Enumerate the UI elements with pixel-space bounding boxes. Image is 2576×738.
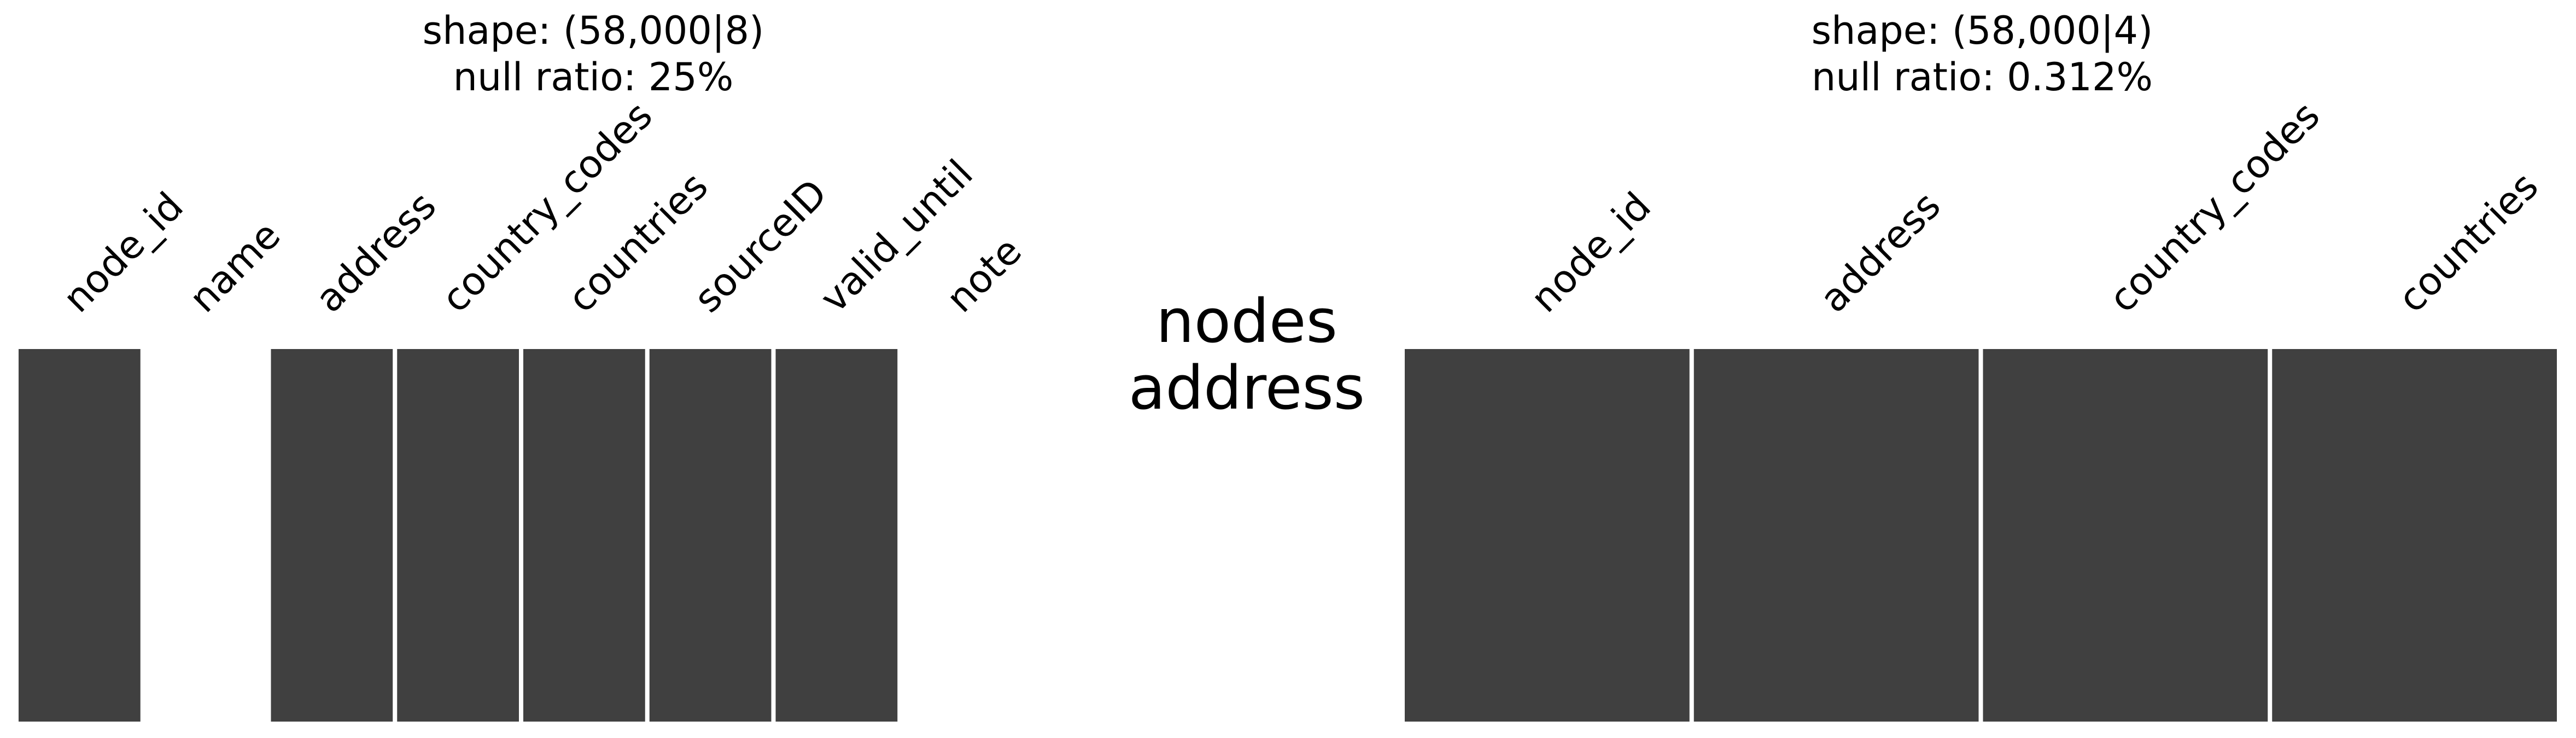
left-column-bar-country_codes (397, 349, 519, 722)
center-label-line2: address (1129, 353, 1365, 423)
left-panel-title-shape: shape: (58,000|8) (423, 8, 764, 53)
left-column-bar-node_id (19, 349, 141, 722)
right-column-bar-node_id (1405, 349, 1690, 722)
center-label: nodes address (1129, 286, 1365, 423)
left-column-bar-valid_until (775, 349, 898, 722)
left-column-bar-address (271, 349, 393, 722)
left-column-bar-countries (523, 349, 645, 722)
left-column-bar-sourceID (649, 349, 772, 722)
right-panel-title-null-ratio: null ratio: 0.312% (1812, 55, 2153, 100)
right-column-bar-country_codes (1983, 349, 2268, 722)
left-panel-title-null-ratio: null ratio: 25% (453, 55, 734, 100)
center-label-line1: nodes (1156, 286, 1337, 356)
right-column-bar-address (1693, 349, 1979, 722)
right-panel-title-shape: shape: (58,000|4) (1812, 8, 2153, 53)
right-column-bar-countries (2272, 349, 2557, 722)
